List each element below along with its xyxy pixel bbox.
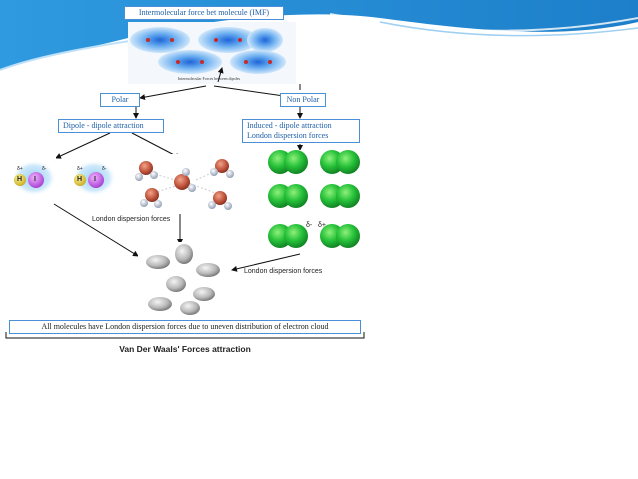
title-image-caption: Intermolecular Forces between dipoles bbox=[178, 76, 241, 81]
hi-right-charge-neg: δ- bbox=[102, 166, 107, 172]
chlorine-molecules-illustration bbox=[264, 150, 364, 252]
dipole-box: Dipole - dipole attraction bbox=[58, 119, 164, 133]
induced-box: Induced - dipole attraction London dispe… bbox=[242, 119, 360, 143]
london-label-left: London dispersion forces bbox=[92, 216, 171, 223]
nonpolar-box: Non Polar bbox=[280, 93, 326, 107]
induced-charge-pos: δ+ bbox=[318, 222, 326, 229]
bottom-banner: All molecules have London dispersion for… bbox=[9, 320, 361, 334]
bottom-bracket bbox=[5, 332, 365, 339]
grey-molecule-cluster bbox=[138, 242, 224, 318]
london-label-right: London dispersion forces bbox=[244, 268, 323, 275]
hi-left-charge-pos: δ+ bbox=[17, 166, 23, 172]
bottom-caption: Van Der Waals' Forces attraction bbox=[119, 344, 251, 354]
hi-molecule-left bbox=[6, 156, 56, 200]
water-molecules-illustration bbox=[130, 154, 240, 214]
hi-left-h-label: H bbox=[17, 176, 23, 183]
hi-right-i-label: I bbox=[94, 176, 96, 183]
induced-box-line2: London dispersion forces bbox=[247, 131, 329, 140]
header-wave-decoration bbox=[0, 0, 638, 71]
title-box: Intermolecular force bet molecule (IMF) bbox=[124, 6, 284, 20]
polar-box: Polar bbox=[100, 93, 140, 107]
hi-right-charge-pos: δ+ bbox=[77, 166, 83, 172]
dipole-molecules-illustration bbox=[128, 22, 296, 84]
induced-box-line1: Induced - dipole attraction bbox=[247, 121, 332, 130]
hi-molecule-right bbox=[64, 156, 116, 200]
hi-left-charge-neg: δ- bbox=[42, 166, 47, 172]
induced-charge-neg: δ- bbox=[306, 222, 313, 229]
hi-right-h-label: H bbox=[77, 176, 83, 183]
hi-left-i-label: I bbox=[34, 176, 36, 183]
